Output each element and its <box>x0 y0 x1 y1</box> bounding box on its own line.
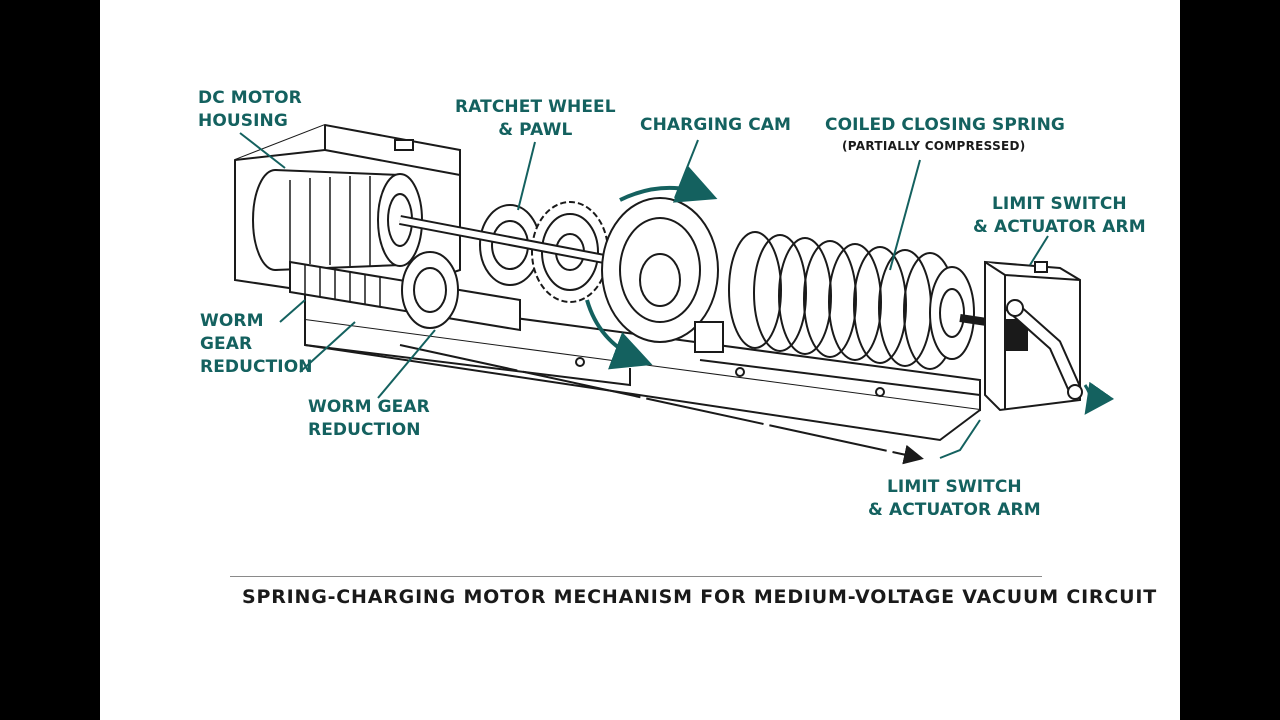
actuator-arrow <box>1083 381 1115 415</box>
label-spring-note: (PARTIALLY COMPRESSED) <box>842 139 1026 153</box>
charging-cam <box>601 197 724 353</box>
label-dc-motor-housing: DC MOTOR HOUSING <box>198 88 302 131</box>
caption-rule <box>230 576 1042 577</box>
ratchet-wheel <box>399 201 621 303</box>
diagram-frame: DC MOTOR HOUSING RATCHET WHEEL & PAWL CH… <box>100 0 1180 720</box>
travel-arrow <box>399 344 924 465</box>
cam-rotation-arrow <box>619 165 718 203</box>
cam-down-arrow <box>585 299 653 370</box>
motor-armature <box>252 169 423 271</box>
label-ratchet-wheel: RATCHET WHEEL & PAWL <box>455 97 616 140</box>
limit-switch <box>984 260 1083 412</box>
coiled-spring <box>728 231 1001 370</box>
mechanism-illustration <box>234 123 1115 465</box>
extent-bracket <box>939 419 981 459</box>
worm-gear <box>289 251 521 332</box>
label-coiled-spring: COILED CLOSING SPRING <box>825 115 1065 135</box>
label-charging-cam: CHARGING CAM <box>640 115 792 135</box>
label-worm-gear-center: WORM GEAR REDUCTION <box>308 397 430 440</box>
leader-lines <box>239 132 1049 399</box>
diagram-caption: SPRING-CHARGING MOTOR MECHANISM FOR MEDI… <box>242 586 1157 608</box>
label-limit-switch-top: LIMIT SWITCH & ACTUATOR ARM <box>973 194 1146 237</box>
label-limit-switch-bottom: LIMIT SWITCH & ACTUATOR ARM <box>868 477 1041 520</box>
label-worm-gear-left: WORM GEAR REDUCTION <box>200 311 313 377</box>
